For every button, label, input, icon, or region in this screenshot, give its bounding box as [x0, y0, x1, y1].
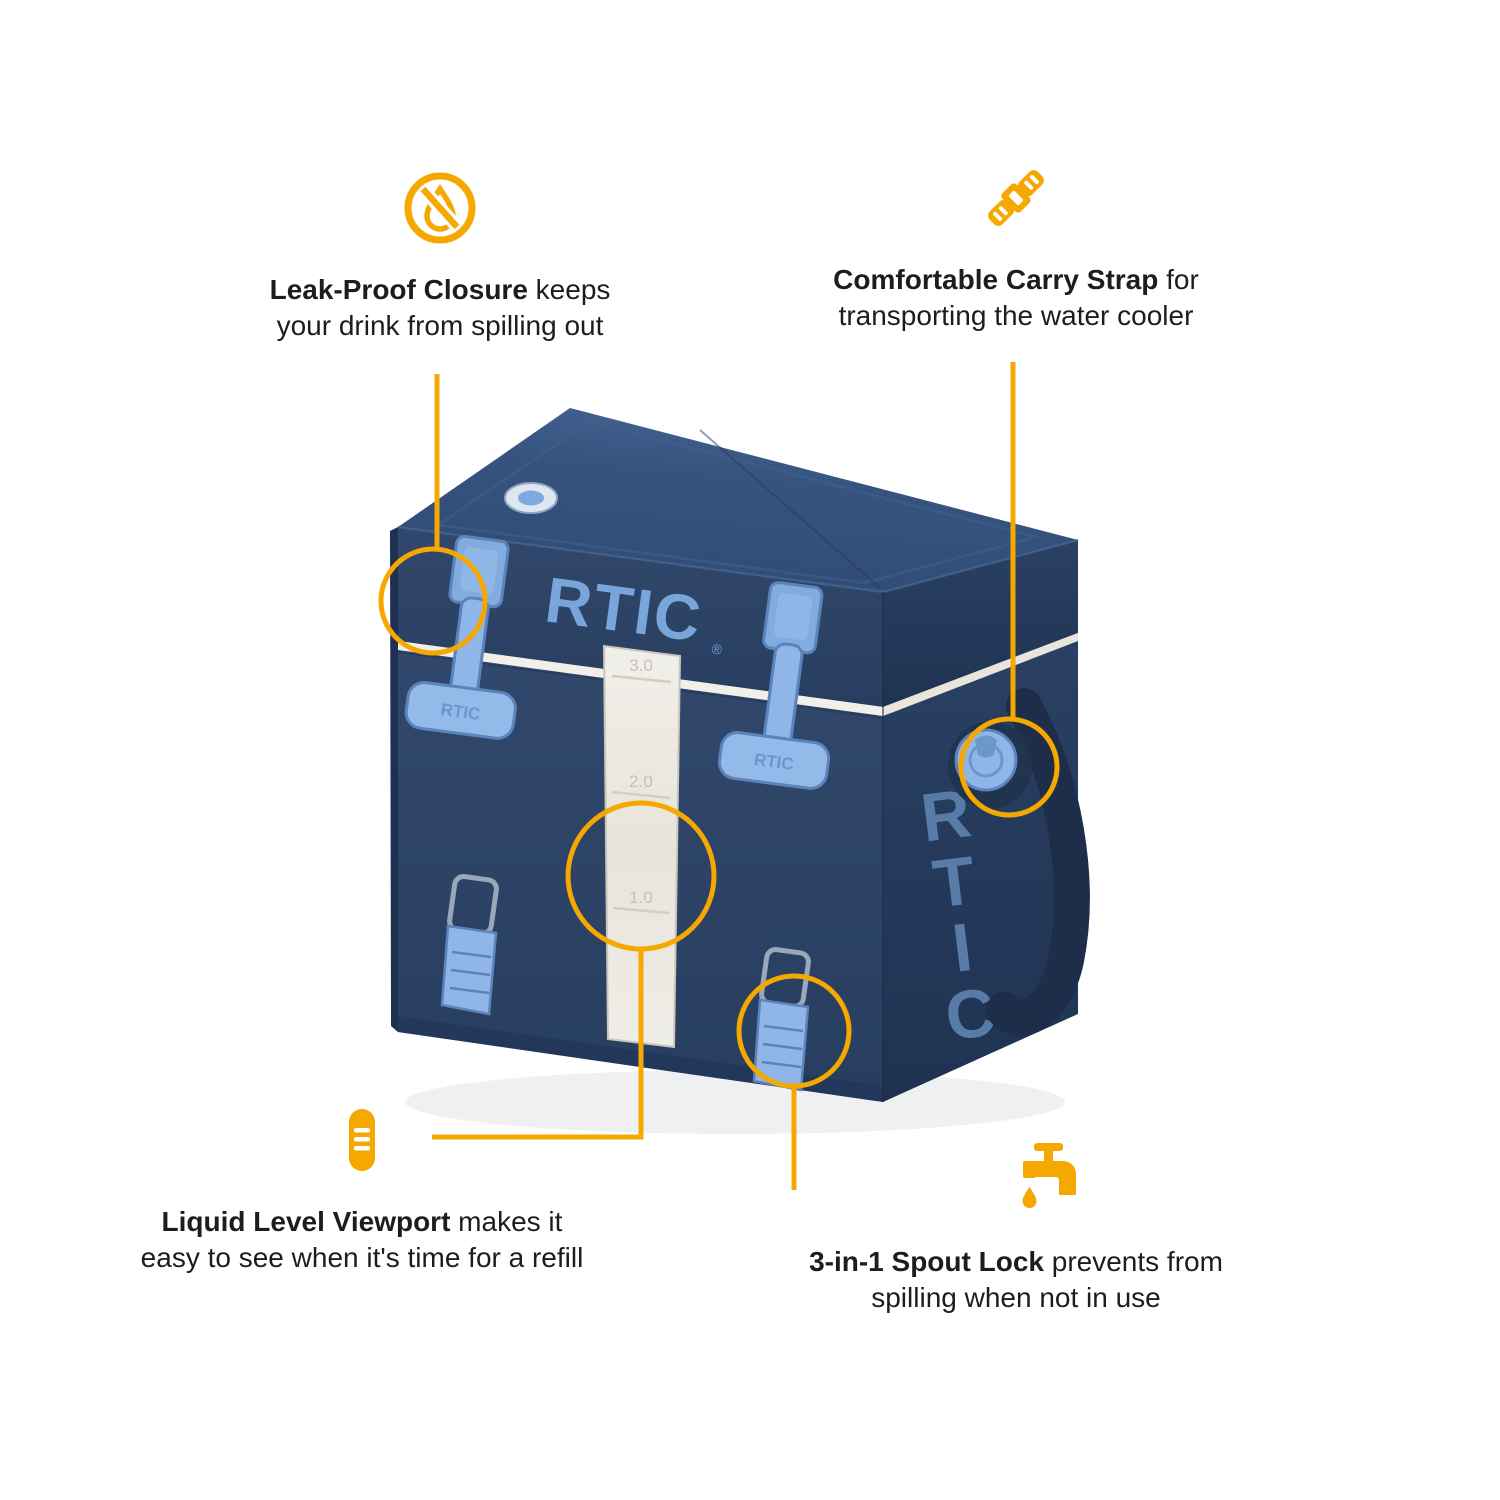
callout-line-viewport: [432, 949, 644, 1140]
lid-seam-right: [883, 633, 1078, 716]
lid-vent-cap-inner: [518, 490, 544, 506]
viewport-mark-2: 2.0: [629, 772, 653, 791]
spout-lock-left: [440, 874, 499, 1016]
feature-spout-lock-title: 3-in-1 Spout Lock: [809, 1246, 1044, 1277]
spout-lock-icon: [1008, 1140, 1088, 1220]
feature-viewport-line1: Liquid Level Viewport makes it: [62, 1204, 662, 1240]
feature-spout-lock-rest: prevents from: [1043, 1246, 1223, 1277]
feature-viewport: Liquid Level Viewport makes it easy to s…: [62, 1100, 662, 1276]
feature-leak-proof-line1: Leak-Proof Closure keeps: [140, 272, 740, 308]
spout-lock-right: [752, 947, 811, 1092]
svg-text:®: ®: [711, 640, 724, 657]
feature-carry-strap-line2: transporting the water cooler: [838, 300, 1194, 331]
feature-leak-proof-line2: your drink from spilling out: [276, 310, 604, 341]
feature-spout-lock: 3-in-1 Spout Lock prevents from spilling…: [716, 1140, 1316, 1316]
feature-carry-strap-line1: Comfortable Carry Strap for: [716, 262, 1316, 298]
svg-text:T: T: [929, 842, 979, 922]
viewport-mark-1: 1.0: [629, 888, 653, 907]
feature-viewport-line2: easy to see when it's time for a refill: [140, 1242, 584, 1273]
cooler-lid-front: [398, 527, 883, 707]
feature-spout-lock-line2: spilling when not in use: [871, 1282, 1161, 1313]
feature-spout-lock-line1: 3-in-1 Spout Lock prevents from: [716, 1244, 1316, 1280]
cooler-top-groove: [434, 420, 1041, 585]
feature-leak-proof-rest: keeps: [527, 274, 611, 305]
feature-viewport-title: Liquid Level Viewport: [161, 1206, 451, 1237]
cooler-lid-right: [883, 540, 1078, 707]
feature-leak-proof-title: Leak-Proof Closure: [269, 274, 528, 305]
latch-right: RTIC: [717, 581, 831, 790]
cooler-top-mold-line: [699, 429, 881, 589]
viewport-mark-3: 3.0: [629, 656, 653, 675]
callouts: [378, 362, 1060, 1190]
feature-leak-proof: Leak-Proof Closure keeps your drink from…: [140, 168, 740, 344]
carry-strap-icon: [976, 158, 1056, 238]
cooler: 3.0 2.0 1.0 RTIC ® RTIC RTIC: [390, 408, 1090, 1134]
feature-carry-strap-title: Comfortable Carry Strap: [833, 264, 1159, 295]
leak-proof-icon: [400, 168, 480, 248]
liquid-level-viewport-icon: [322, 1100, 402, 1180]
feature-carry-strap: Comfortable Carry Strap for transporting…: [716, 158, 1316, 334]
feature-viewport-rest: makes it: [450, 1206, 563, 1237]
callout-circle-leak-proof: [378, 546, 488, 656]
cooler-top-face: [398, 408, 1078, 592]
callout-circle-carry-strap: [958, 716, 1060, 818]
cooler-left-edge: [390, 527, 398, 1032]
carry-strap: [986, 688, 1090, 1036]
feature-carry-strap-rest: for: [1158, 264, 1199, 295]
